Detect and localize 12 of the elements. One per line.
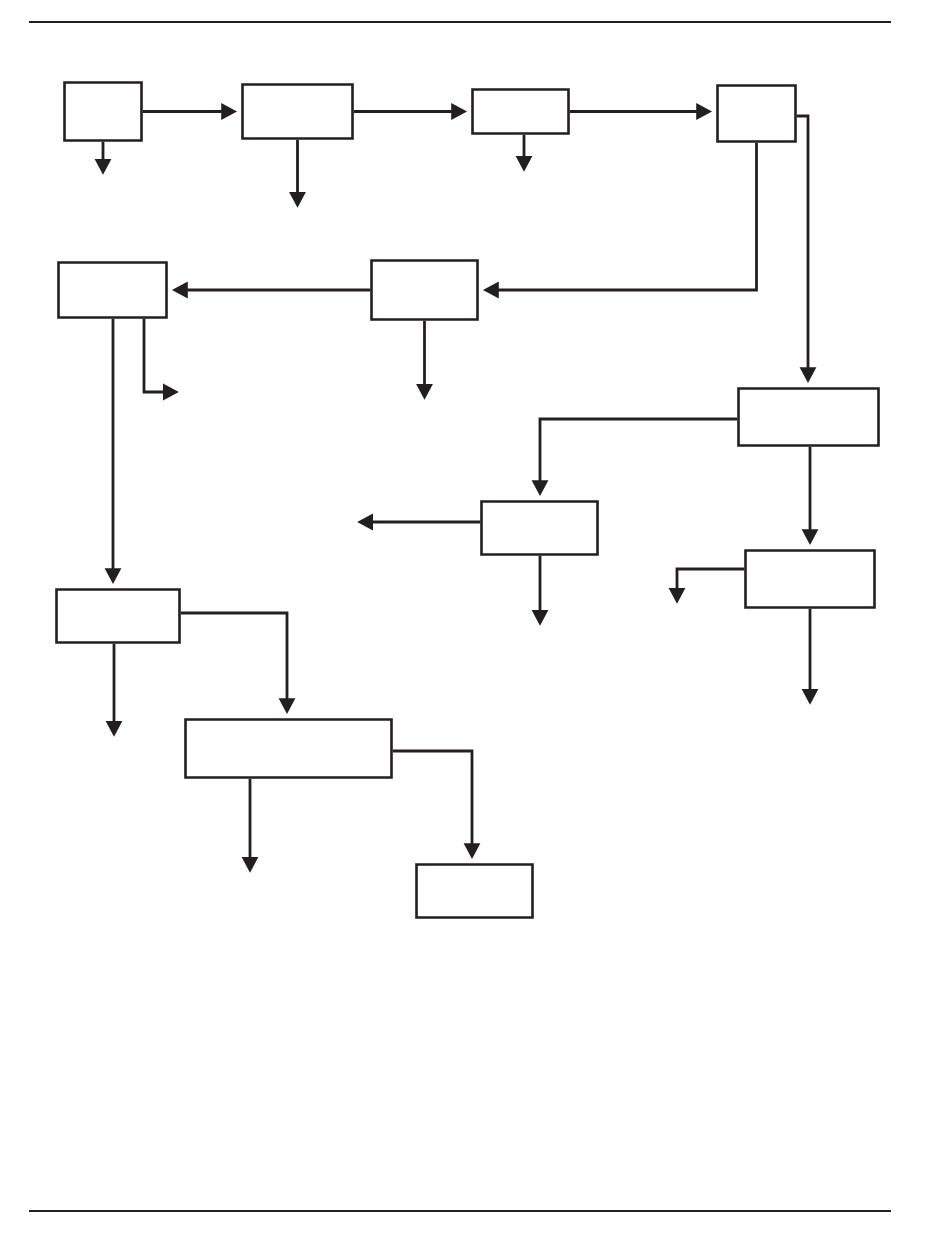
process-box (716, 84, 797, 143)
process-box (55, 588, 181, 644)
process-box (480, 500, 599, 556)
process-box (184, 718, 393, 779)
process-box (471, 88, 570, 135)
process-box (241, 83, 354, 140)
process-box (415, 863, 534, 919)
process-box (737, 387, 880, 447)
process-box (63, 81, 143, 142)
process-box (744, 549, 876, 609)
process-box (57, 261, 168, 319)
process-box (370, 259, 479, 321)
